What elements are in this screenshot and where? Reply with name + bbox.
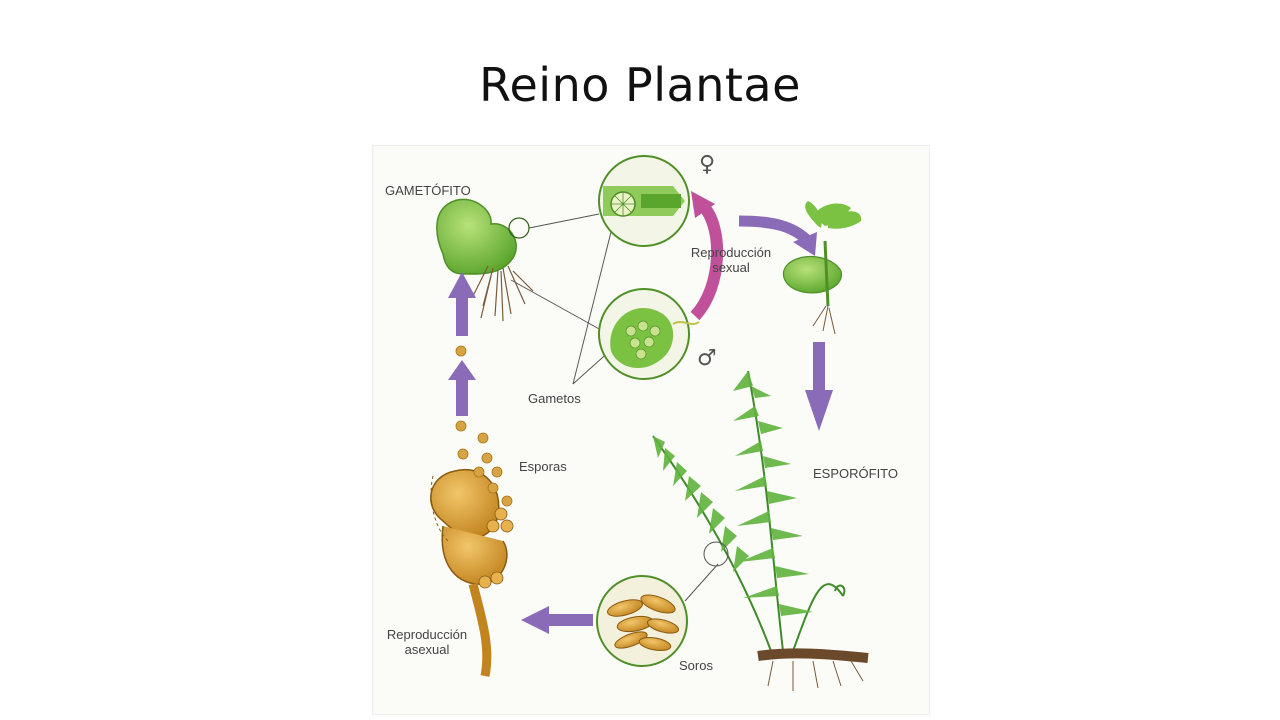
spores bbox=[455, 345, 513, 507]
label-gametos: Gametos bbox=[528, 391, 581, 406]
diagram-artwork bbox=[430, 155, 869, 691]
gametophyte-illustration bbox=[436, 198, 534, 322]
label-soros: Soros bbox=[679, 658, 713, 673]
label-reproduccion-sexual-line2: sexual bbox=[712, 260, 750, 275]
antheridium-zoom bbox=[598, 288, 700, 380]
sporangium-illustration bbox=[430, 468, 514, 677]
label-reproduccion-asexual-line2: asexual bbox=[404, 642, 450, 657]
label-reproduccion-asexual: Reproducción asexual bbox=[377, 627, 477, 657]
label-esporas: Esporas bbox=[519, 459, 567, 474]
male-symbol-label: ♂ bbox=[697, 346, 717, 371]
label-reproduccion-asexual-line1: Reproducción bbox=[386, 627, 468, 642]
label-esporofito: ESPORÓFITO bbox=[813, 466, 898, 481]
fern-life-cycle-diagram: GAMETÓFITO ♀ Reproducción sexual ♂ Gamet… bbox=[372, 145, 930, 715]
label-reproduccion-sexual: Reproducción sexual bbox=[676, 245, 786, 275]
soros-zoom bbox=[596, 575, 688, 667]
archegonium-zoom bbox=[598, 155, 690, 247]
page-title: Reino Plantae bbox=[479, 58, 801, 112]
label-gametofito: GAMETÓFITO bbox=[385, 183, 471, 198]
fern-leaflets bbox=[653, 371, 813, 616]
young-sporophyte-illustration bbox=[782, 201, 862, 335]
female-symbol-label: ♀ bbox=[699, 152, 716, 177]
label-reproduccion-sexual-line1: Reproducción bbox=[690, 245, 772, 260]
